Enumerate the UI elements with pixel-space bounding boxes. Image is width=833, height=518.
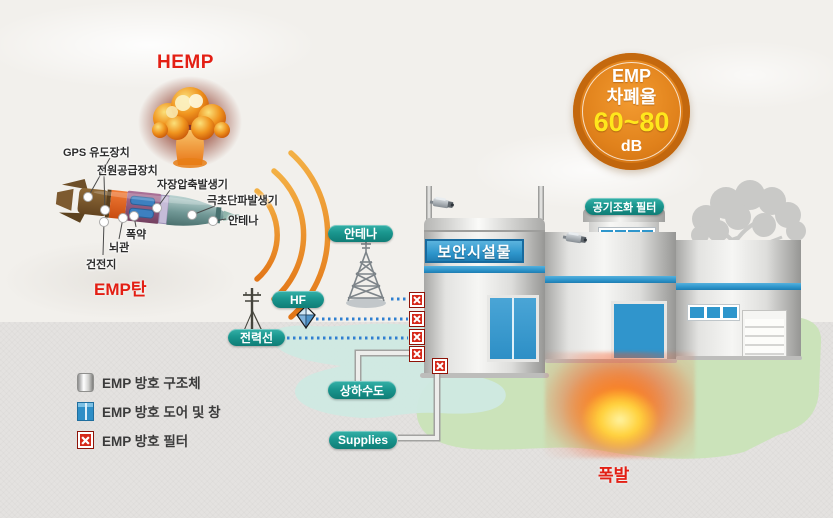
window-pane [723, 307, 738, 318]
part-label-flux-compressor: 자장압축발생기 [157, 179, 228, 191]
facility-sign-text: 보안시설물 [437, 243, 512, 261]
emp-filter-marker [409, 292, 425, 308]
facility-sign: 보안시설물 [425, 239, 524, 263]
x-icon [413, 333, 421, 341]
part-label-microwave-generator: 극초단파발생기 [207, 195, 278, 207]
legend-label: EMP 방호 도어 및 창 [102, 405, 221, 420]
legend-label: EMP 방호 구조체 [102, 376, 201, 391]
x-icon [436, 362, 444, 370]
tower-cap [424, 218, 545, 232]
badge-unit: dB [620, 138, 643, 156]
middle-building-stripe [545, 276, 676, 283]
part-label-explosive: 폭약 [126, 229, 147, 241]
tower-mast-left [426, 186, 432, 220]
emp-shield-rate-badge: EMP 차폐율 60~80 dB [573, 53, 690, 170]
badge-value: 60~80 [593, 106, 670, 137]
structure-icon [77, 372, 94, 392]
legend: EMP 방호 구조체 EMP 방호 도어 및 창 EMP 방호 필터 [77, 372, 297, 450]
tower-double-door [487, 295, 539, 362]
explosion-fire [545, 352, 695, 458]
part-label-gps: GPS 유도장치 [63, 147, 130, 159]
right-wing-stripe [676, 283, 801, 290]
badge-line2: 차폐율 [606, 87, 657, 108]
part-label-power-supply: 전원공급장치 [97, 165, 158, 177]
window-pane [706, 307, 721, 318]
legend-row-structure: EMP 방호 구조체 [77, 372, 297, 392]
part-label-battery: 건전지 [86, 259, 117, 271]
tower-base [420, 373, 549, 378]
emp-filter-marker [409, 346, 425, 362]
emp-bomb-label: EMP탄 [94, 280, 147, 299]
supplies-pill: Supplies [329, 431, 397, 449]
x-icon [413, 296, 421, 304]
badge-line1: EMP [611, 66, 651, 87]
x-icon [413, 350, 421, 358]
x-icon [413, 315, 421, 323]
power-line-pill: 전력선 [228, 329, 285, 346]
x-icon [81, 435, 90, 445]
emp-filter-marker [432, 358, 448, 374]
tower-stripe [424, 266, 545, 273]
emp-filter-marker [409, 311, 425, 327]
door-window-icon [77, 401, 94, 421]
air-filter-pill: 공기조화 필터 [585, 198, 664, 215]
tower-mast-right [538, 186, 544, 220]
legend-row-door-window: EMP 방호 도어 및 창 [77, 401, 297, 421]
window-pane [690, 307, 704, 318]
right-wing-windows [687, 304, 740, 321]
hf-pill: HF [272, 291, 324, 308]
explosion-label: 폭발 [598, 466, 630, 485]
filter-icon [77, 431, 94, 449]
right-wing-garage-door [742, 310, 787, 358]
antenna-pill: 안테나 [328, 225, 393, 242]
right-wing-base [676, 356, 802, 360]
part-label-detonator: 뇌관 [109, 242, 130, 254]
hemp-title: HEMP [157, 52, 214, 73]
emp-filter-marker [409, 329, 425, 345]
middle-building-door [611, 301, 667, 361]
legend-label: EMP 방호 필터 [102, 434, 189, 449]
part-label-antenna: 안테나 [228, 215, 259, 227]
garage-slats [745, 319, 784, 355]
water-pill: 상하수도 [328, 381, 396, 399]
legend-row-filter: EMP 방호 필터 [77, 430, 297, 450]
